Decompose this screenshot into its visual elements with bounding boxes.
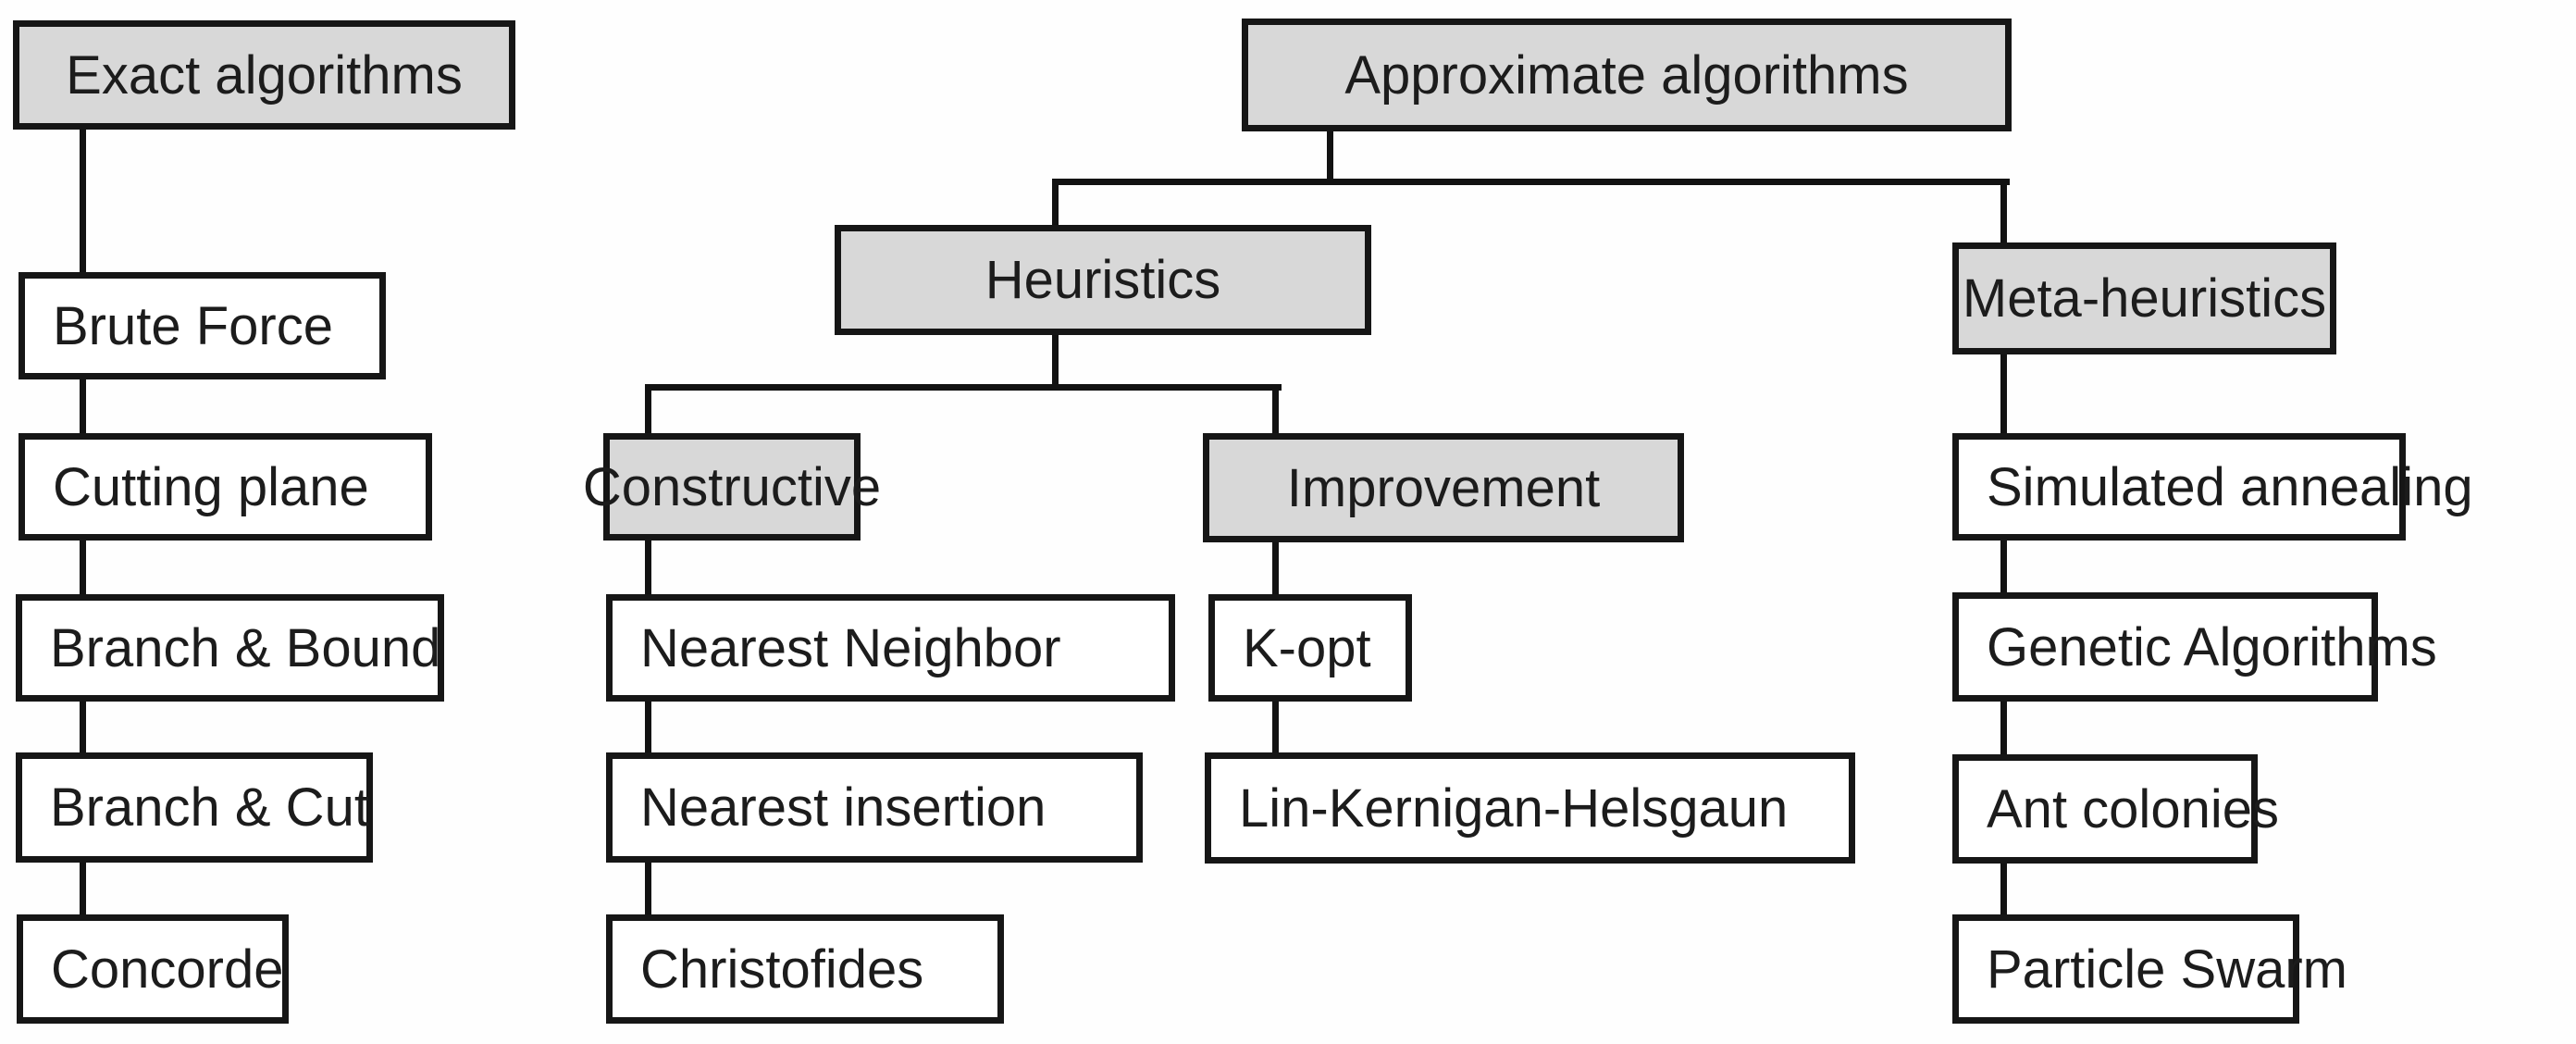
connector-heuristics-drop-bottom (1052, 329, 1059, 391)
node-simulated-annealing: Simulated annealing (1952, 433, 2473, 541)
connector-approximate-drop (1327, 128, 1333, 185)
node-nearest-insertion: Nearest insertion (606, 752, 1143, 863)
node-exact-algorithms: Exact algorithms (13, 20, 515, 130)
node-concorde: Concorde (17, 914, 289, 1024)
node-approximate-algorithms: Approximate algorithms (1242, 19, 2012, 131)
connector-heuristics-drop-top (1052, 181, 1059, 232)
connector-meta-drop-top (2000, 181, 2007, 248)
node-heuristics: Heuristics (835, 225, 1371, 335)
connector-top-rail-horizontal (1052, 179, 2010, 185)
node-lin-kernigan-helsgaun: Lin-Kernigan-Helsgaun (1205, 752, 1855, 864)
node-nearest-neighbor: Nearest Neighbor (606, 594, 1175, 702)
node-genetic-algorithms: Genetic Algorithms (1952, 592, 2437, 702)
node-k-opt: K-opt (1208, 594, 1412, 702)
node-meta-heuristics: Meta-heuristics (1952, 242, 2336, 354)
node-cutting-plane: Cutting plane (19, 433, 432, 541)
node-improvement: Improvement (1203, 433, 1684, 542)
node-ant-colonies: Ant colonies (1952, 754, 2279, 864)
node-branch-and-cut: Branch & Cut (16, 752, 373, 863)
node-particle-swarm: Particle Swarm (1952, 914, 2347, 1024)
connector-mid-rail-horizontal (645, 384, 1282, 391)
node-christofides: Christofides (606, 914, 1004, 1024)
node-branch-and-bound: Branch & Bound (16, 594, 444, 702)
node-brute-force: Brute Force (19, 272, 386, 379)
node-constructive: Constructive (583, 433, 881, 541)
